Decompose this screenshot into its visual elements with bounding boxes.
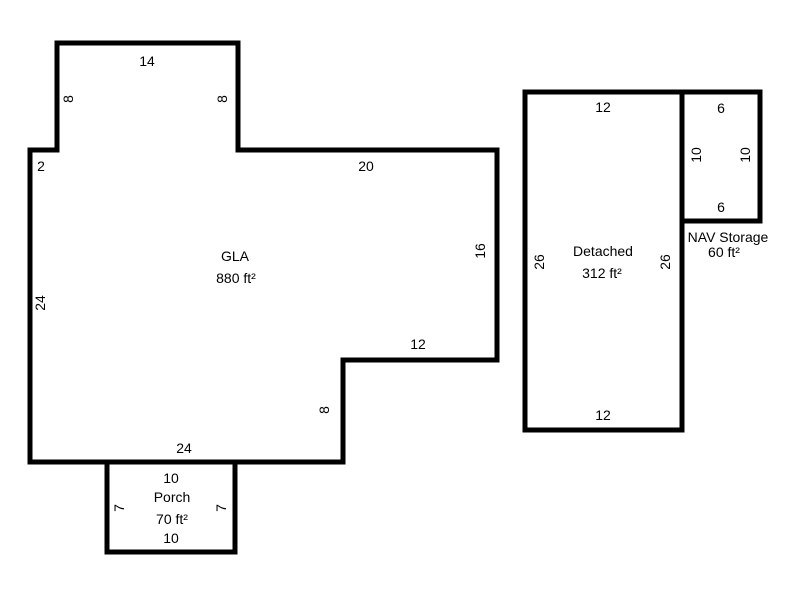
nav-storage-room-area: 60 ft²: [708, 244, 740, 260]
porch-dim-right: 7: [213, 504, 229, 512]
detached-room-area: 312 ft²: [582, 265, 622, 281]
gla-dim-left-offset: 2: [37, 158, 45, 174]
porch-room-label: Porch: [154, 489, 191, 505]
nav-storage-outline: [679, 89, 763, 224]
porch-dim-left: 7: [111, 504, 127, 512]
detached-dim-bottom: 12: [595, 407, 611, 423]
nav-storage-dim-left: 10: [688, 147, 704, 163]
porch-outline: [104, 459, 238, 555]
porch-dim-bottom: 10: [163, 530, 179, 546]
nav-storage-dim-bottom: 6: [717, 199, 725, 215]
gla-outline: [27, 40, 500, 465]
porch-room-area: 70 ft²: [156, 511, 188, 527]
detached-outline: [522, 89, 685, 433]
nav-storage-dim-right: 10: [737, 147, 753, 163]
gla-dim-left: 24: [32, 295, 48, 311]
gla-dim-top: 20: [358, 158, 374, 174]
gla-dim-notch-side: 8: [316, 406, 332, 414]
detached-dim-right: 26: [657, 254, 673, 270]
gla-dim-right: 16: [472, 243, 488, 259]
gla-dim-notch-top: 12: [410, 336, 426, 352]
gla-room-label: GLA: [221, 248, 250, 264]
detached-room-label: Detached: [573, 243, 633, 259]
gla-dim-bump-right: 8: [214, 95, 230, 103]
detached-dim-top: 12: [595, 99, 611, 115]
detached-dim-left: 26: [531, 254, 547, 270]
gla-dim-bottom: 24: [176, 440, 192, 456]
gla-dim-bump-left: 8: [60, 95, 76, 103]
gla-room-area: 880 ft²: [216, 270, 256, 286]
gla-dim-bump-top: 14: [139, 53, 155, 69]
nav-storage-room-label: NAV Storage: [688, 229, 769, 245]
nav-storage-dim-top: 6: [717, 100, 725, 116]
porch-dim-top: 10: [163, 470, 179, 486]
